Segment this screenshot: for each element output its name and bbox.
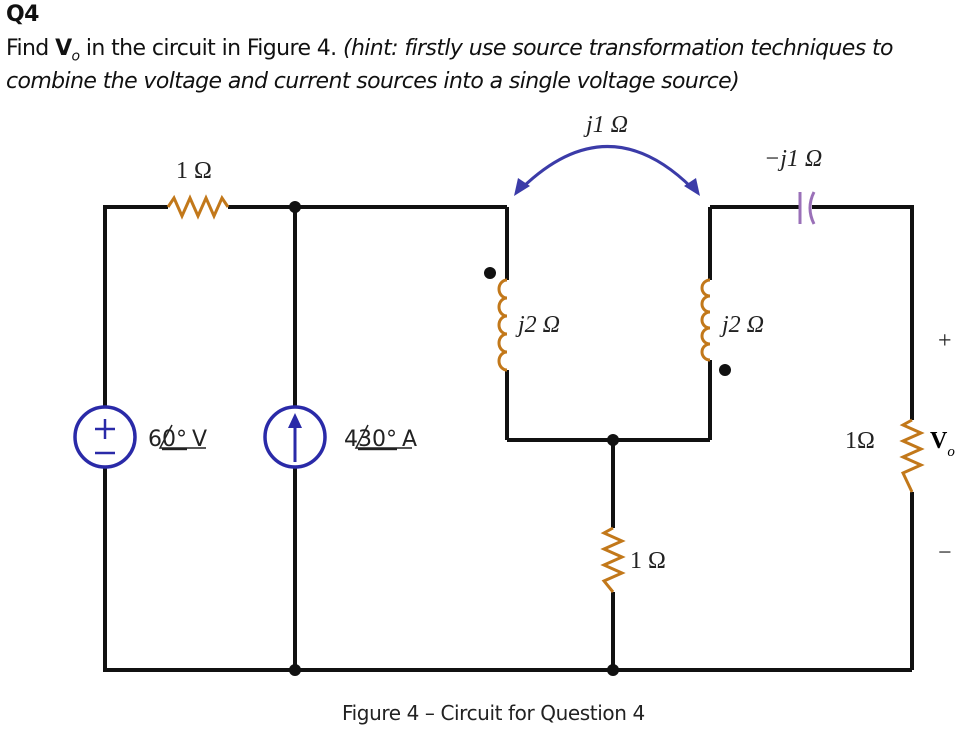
- junction-dots: [289, 201, 731, 676]
- polarity-dot-left: [484, 267, 496, 279]
- label-capacitor: −j1 Ω: [764, 146, 822, 172]
- label-right-inductor: j2 Ω: [719, 312, 764, 338]
- resistor-series: [166, 194, 230, 220]
- current-source: [263, 405, 327, 469]
- inductor-right: [700, 278, 711, 362]
- label-series-resistor: 1 Ω: [176, 158, 212, 184]
- polarity-dot-right: [719, 364, 731, 376]
- wires: [103, 205, 914, 672]
- q-variable-sub: o: [71, 48, 81, 65]
- wire-bottom: [103, 467, 912, 672]
- vo-sub: o: [947, 444, 955, 460]
- vs-unit: V: [192, 427, 207, 452]
- vo-main: V: [930, 428, 948, 454]
- mutual-coupling-arrow: [514, 145, 700, 196]
- wire-left-top: [103, 205, 168, 407]
- output-minus: −: [938, 540, 952, 566]
- cs-unit: A: [402, 427, 417, 452]
- label-left-inductor: j2 Ω: [515, 312, 560, 338]
- resistor-shunt: [600, 526, 626, 593]
- q-prefix: Find: [6, 36, 56, 61]
- label-load-resistor: 1Ω: [845, 428, 875, 454]
- inductor-left: [497, 278, 508, 372]
- q-main: in the circuit in Figure 4.: [79, 36, 343, 61]
- label-shunt-resistor: 1 Ω: [630, 548, 666, 574]
- resistor-load: [899, 418, 925, 493]
- question-line-1: Find Vo in the circuit in Figure 4. (hin…: [6, 36, 893, 64]
- label-mutual: j1 Ω: [583, 112, 628, 138]
- q-hint-2: combine the voltage and current sources …: [6, 69, 740, 94]
- angle-symbol: [354, 424, 412, 449]
- output-voltage-label: Vo: [930, 428, 955, 460]
- q-hint-1: (hint: firstly use source transformation…: [342, 36, 894, 61]
- figure-caption: Figure 4 – Circuit for Question 4: [342, 701, 645, 725]
- cs-mag: 4: [344, 427, 358, 452]
- output-plus: +: [938, 328, 952, 354]
- arrow-up-icon: [288, 413, 302, 428]
- capacitor: [798, 191, 816, 225]
- question-number: Q4: [6, 2, 39, 27]
- voltage-source: [73, 405, 137, 469]
- q-variable: V: [55, 36, 72, 61]
- vs-mag: 6: [148, 427, 162, 452]
- angle-symbol: [158, 424, 206, 449]
